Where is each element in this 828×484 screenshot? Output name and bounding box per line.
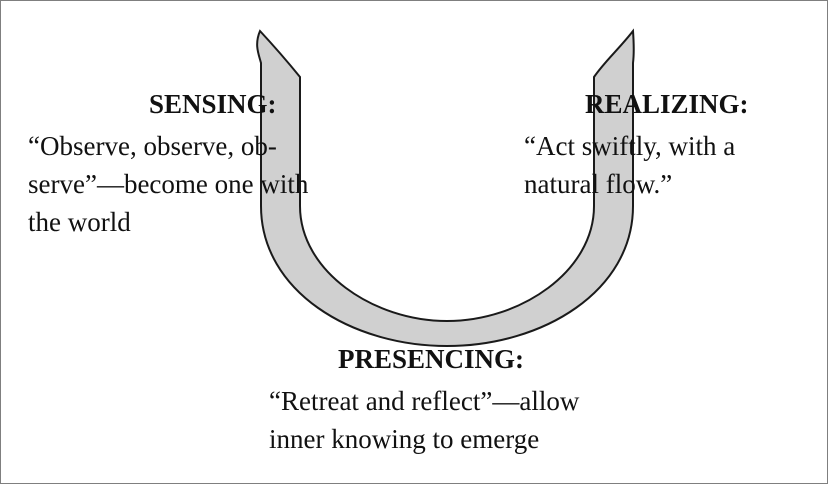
presencing-quote-line: “Retreat and reflect”—allow bbox=[269, 386, 580, 416]
sensing-quote-line: serve”—become one with bbox=[28, 169, 309, 199]
realizing-title: REALIZING: bbox=[585, 89, 749, 119]
presencing-title: PRESENCING: bbox=[338, 344, 525, 374]
sensing-title: SENSING: bbox=[149, 89, 277, 119]
realizing-quote-line: “Act swiftly, with a bbox=[524, 131, 736, 161]
presencing-quote: “Retreat and reflect”—allow inner knowin… bbox=[269, 382, 579, 458]
sensing-quote: “Observe, observe, ob- serve”—become one… bbox=[28, 127, 308, 241]
realizing-quote-line: natural flow.” bbox=[524, 169, 673, 199]
realizing-quote: “Act swiftly, with a natural flow.” bbox=[524, 127, 735, 203]
sensing-quote-line: “Observe, observe, ob- bbox=[28, 131, 277, 161]
u-band bbox=[256, 28, 635, 348]
presencing-quote-line: inner knowing to emerge bbox=[269, 424, 540, 454]
sensing-quote-line: the world bbox=[28, 207, 131, 237]
